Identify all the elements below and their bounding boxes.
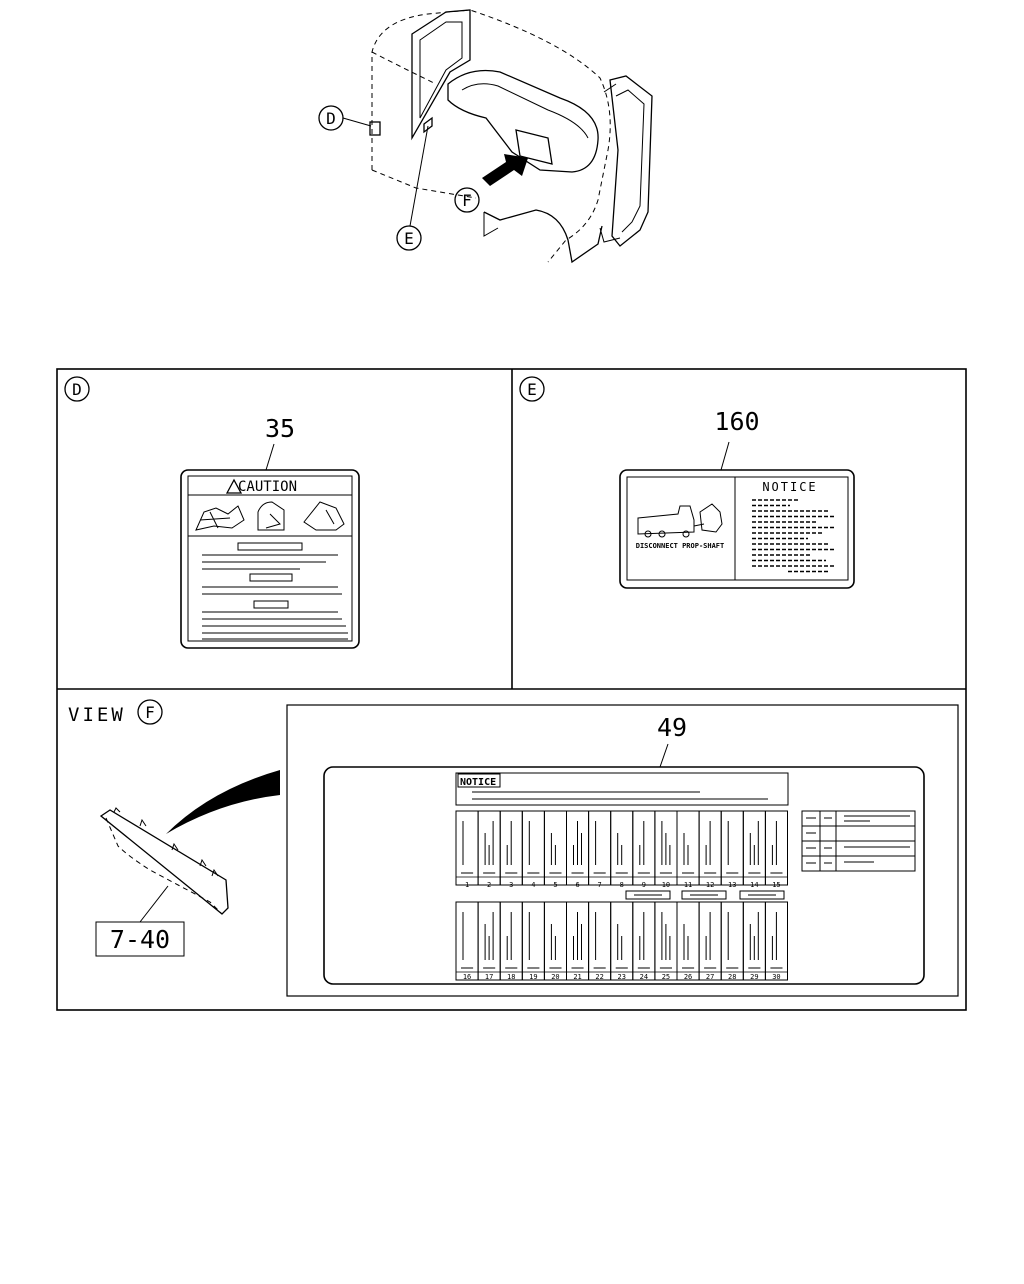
fuse-slot [455, 810, 479, 886]
panel-e-callout: E [519, 376, 545, 402]
fuse-label-detail-box [286, 704, 959, 997]
fuse-number: 29 [750, 973, 758, 981]
fuse-number: 14 [750, 881, 758, 889]
fuse-legend-table [801, 810, 916, 872]
fuse-slot [521, 810, 545, 886]
fuse-number: 22 [595, 973, 603, 981]
warning-triangle-icon [225, 478, 243, 494]
fuse-number: 18 [507, 973, 515, 981]
fuse-slot [764, 810, 789, 886]
fuse-number: 7 [598, 881, 602, 889]
callout-d-top: D [318, 105, 344, 131]
fuse-number: 27 [706, 973, 714, 981]
fuse-number: 25 [662, 973, 670, 981]
fuse-number: 12 [706, 881, 714, 889]
fuse-number: 10 [662, 881, 670, 889]
fuse-number: 2 [487, 881, 491, 889]
notice-label-160: NOTICE DISCONNECT PROP-SHAFT [619, 469, 855, 589]
cab-illustration [342, 9, 653, 264]
callout-f-top: F [454, 187, 480, 213]
glovebox-lid [99, 807, 229, 915]
part-ref-7-40-box [95, 921, 185, 957]
svg-text:E: E [404, 229, 414, 248]
fuse-slot [764, 901, 789, 981]
part-ref-160: 160 [714, 407, 759, 436]
view-label: VIEW [68, 704, 126, 726]
fuse-number: 1 [465, 881, 469, 889]
part-ref-49: 49 [657, 713, 687, 742]
detail-panels-frame [56, 368, 967, 1011]
part-ref-35: 35 [265, 414, 295, 443]
fuse-number: 20 [551, 973, 559, 981]
notice-160-caption: DISCONNECT PROP-SHAFT [636, 542, 725, 550]
svg-text:D: D [326, 109, 336, 128]
fuse-number: 4 [531, 881, 535, 889]
panel-f: VIEW F 7-40 49 NOTICE [68, 699, 959, 997]
fuse-number: 15 [772, 881, 780, 889]
panel-d: D 35 CAUTION [64, 376, 360, 649]
fuse-number: 30 [772, 973, 780, 981]
truck-pictogram [637, 503, 723, 538]
notice-160-text-lines [752, 499, 836, 573]
fuse-number: 5 [553, 881, 557, 889]
caution-text-lines [202, 542, 348, 640]
part-ref-7-40: 7-40 [110, 925, 170, 954]
fuse-number: 23 [618, 973, 626, 981]
panel-d-callout: D [64, 376, 90, 402]
fuse-number: 24 [640, 973, 648, 981]
fuse-number: 17 [485, 973, 493, 981]
fuse-number: 28 [728, 973, 736, 981]
fuse-slot [588, 810, 612, 886]
fuse-notice-title: NOTICE [460, 777, 496, 788]
svg-text:F: F [462, 191, 472, 210]
svg-text:F: F [145, 703, 155, 722]
panel-e: E 160 NOTICE DISCONNECT PROP-SHAFT [519, 376, 855, 589]
caution-pictograms [195, 501, 345, 531]
fuse-number: 26 [684, 973, 692, 981]
fuse-label-49: NOTICE [323, 766, 925, 985]
panel-f-callout: F [137, 699, 163, 725]
fuse-number: 6 [575, 881, 579, 889]
fuse-number: 11 [684, 881, 692, 889]
fuse-number: 13 [728, 881, 736, 889]
fuse-number: 21 [573, 973, 581, 981]
fuse-row-bottom: 16 17 18 19 20 21 22 23 24 25 26 27 28 29 30 [455, 901, 789, 981]
fuse-number: 16 [463, 973, 471, 981]
svg-text:CAUTION: CAUTION [238, 479, 297, 495]
svg-text:D: D [72, 380, 82, 399]
svg-text:E: E [527, 380, 537, 399]
fuse-number: 19 [529, 973, 537, 981]
svg-text:NOTICE: NOTICE [762, 480, 817, 494]
caution-label: CAUTION [180, 469, 360, 649]
fuse-number: 3 [509, 881, 513, 889]
fuse-number: 9 [642, 881, 646, 889]
fuse-number: 8 [620, 881, 624, 889]
callout-e-top: E [396, 225, 422, 251]
detail-pointer [166, 770, 280, 834]
fuse-slot [720, 810, 744, 886]
